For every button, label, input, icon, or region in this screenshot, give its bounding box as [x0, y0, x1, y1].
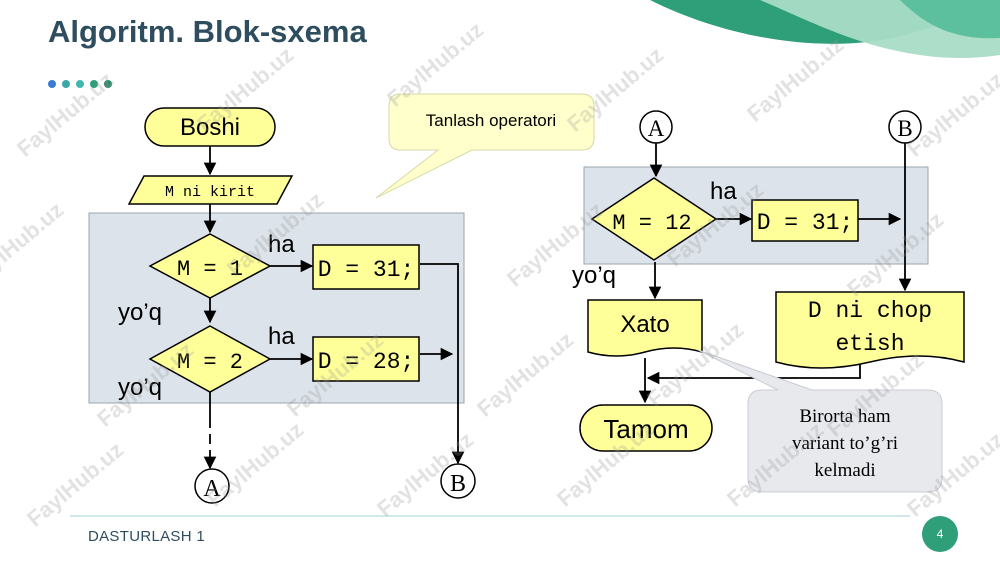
start-terminal: [144, 107, 276, 147]
watermark-text: FaylHub.uz: [742, 32, 848, 127]
decor-wave-mid: [900, 0, 1000, 39]
connector-b-right: [888, 110, 922, 144]
print-document: [775, 291, 965, 369]
condition-diamond-1: [148, 233, 272, 299]
callout-bottom: [697, 349, 943, 493]
action-box-m12: [751, 199, 859, 242]
input-parallelogram: [127, 175, 294, 205]
error-document: [587, 299, 703, 357]
watermark-text: FaylHub.uz: [0, 197, 68, 292]
action-box-1: [312, 244, 420, 290]
connector-a-left: [194, 468, 230, 504]
condition-m12-no: yo’q: [572, 262, 616, 289]
watermark-text: FaylHub.uz: [472, 327, 578, 422]
title-dots: [48, 80, 112, 88]
slide-title: Algoritm. Blok-sxema: [48, 14, 367, 49]
watermark-text: FaylHub.uz: [22, 437, 128, 532]
condition-diamond-m12: [590, 177, 718, 261]
end-terminal: [579, 404, 713, 452]
footer-text: DASTURLASH 1: [88, 528, 205, 545]
watermark-text: FaylHub.uz: [902, 67, 1000, 162]
callout-top: [375, 93, 595, 199]
page-number-badge: 4: [922, 516, 958, 552]
connector-b-left: [440, 463, 476, 499]
condition-diamond-2: [148, 325, 272, 393]
action-box-2: [312, 336, 420, 382]
connector-a-right: [639, 110, 673, 144]
